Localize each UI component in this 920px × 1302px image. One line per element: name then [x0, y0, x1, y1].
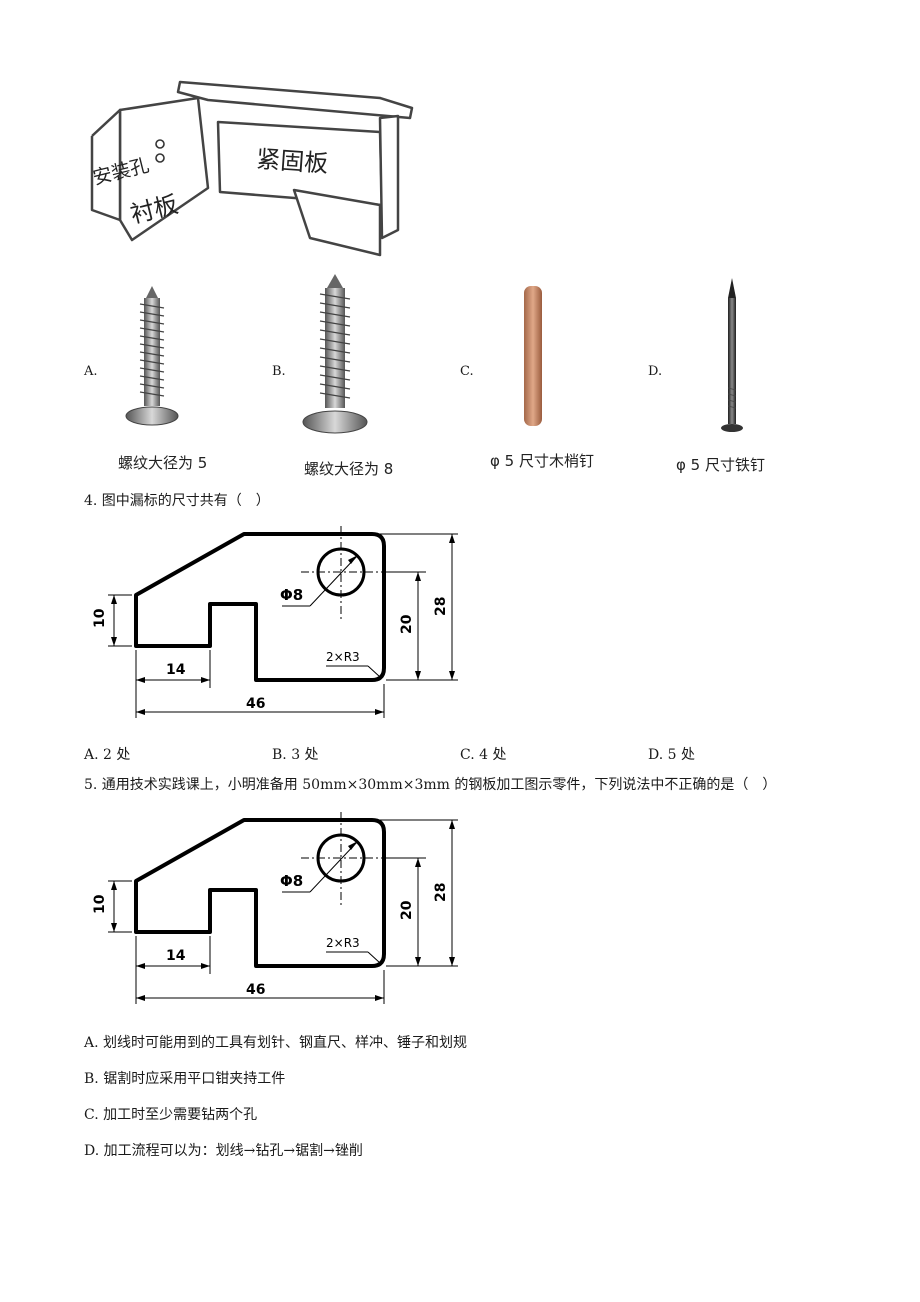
- option-c-caption: φ 5 尺寸木梢钉: [490, 452, 594, 470]
- plate-label: 紧固板: [255, 145, 329, 178]
- q5-dim-10: 10: [92, 894, 108, 914]
- bracket-lower-flap: [292, 188, 382, 257]
- q5-option-a[interactable]: A. 划线时可能用到的工具有划针、钢直尺、样冲、锤子和划规: [84, 1035, 468, 1051]
- option-a-letter: A.: [84, 364, 98, 379]
- bracket-figure: 安装孔 衬板 紧固板: [90, 80, 414, 257]
- screw-b-image: [302, 274, 368, 434]
- q4-stem: 4. 图中漏标的尺寸共有（ ）: [84, 493, 270, 509]
- q4-option-a[interactable]: A. 2 处: [84, 747, 131, 763]
- option-b-caption: 螺纹大径为 8: [304, 460, 394, 478]
- q4-dia-label: Φ8: [280, 586, 303, 604]
- q4-dim-20: 20: [399, 614, 415, 634]
- option-d-caption: φ 5 尺寸铁钉: [676, 456, 765, 474]
- bracket-top-plate: [176, 80, 414, 120]
- q5-dim-14: 14: [166, 948, 186, 964]
- q5-dia-label: Φ8: [280, 872, 303, 890]
- q5-dim-46: 46: [246, 982, 265, 998]
- q5-option-d[interactable]: D. 加工流程可以为：划线→钻孔→锯割→锉削: [84, 1143, 363, 1159]
- option-d-letter: D.: [648, 364, 663, 379]
- q4-dim-10: 10: [92, 608, 108, 628]
- iron-nail-image: [721, 278, 743, 432]
- option-b-letter: B.: [272, 364, 286, 379]
- q5-part-drawing: Φ8 2×R3 10 14 46 20 28: [92, 812, 458, 1004]
- mounting-hole-1: [155, 139, 165, 149]
- option-a-caption: 螺纹大径为 5: [118, 454, 208, 472]
- q5-option-c[interactable]: C. 加工时至少需要钻两个孔: [84, 1107, 258, 1123]
- q5-part-outline: [134, 818, 386, 968]
- bracket-left-edge: [90, 108, 122, 222]
- q5-stem: 5. 通用技术实践课上，小明准备用 50mm×30mm×3mm 的钢板加工图示零…: [84, 777, 777, 793]
- q4-option-c[interactable]: C. 4 处: [460, 747, 507, 763]
- q4-option-d[interactable]: D. 5 处: [648, 747, 695, 763]
- screw-a-image: [125, 286, 179, 426]
- q5-option-b[interactable]: B. 锯割时应采用平口钳夹持工件: [84, 1071, 286, 1087]
- wooden-dowel-image: [524, 286, 542, 426]
- q4-dim-46: 46: [246, 696, 265, 712]
- option-c-letter: C.: [460, 364, 474, 379]
- mounting-hole-2: [155, 153, 165, 163]
- q5-radius-label: 2×R3: [326, 936, 360, 950]
- q5-dim-20: 20: [399, 900, 415, 920]
- bracket-right-leg: [378, 114, 400, 240]
- q4-option-b[interactable]: B. 3 处: [272, 747, 319, 763]
- q4-radius-label: 2×R3: [326, 650, 360, 664]
- q4-dim-28: 28: [433, 597, 449, 616]
- q4-part-outline: [134, 532, 386, 682]
- q4-part-drawing: Φ8 2×R3 10 14 46 20 28: [92, 526, 458, 718]
- q4-dim-14: 14: [166, 662, 186, 678]
- q5-dim-28: 28: [433, 883, 449, 902]
